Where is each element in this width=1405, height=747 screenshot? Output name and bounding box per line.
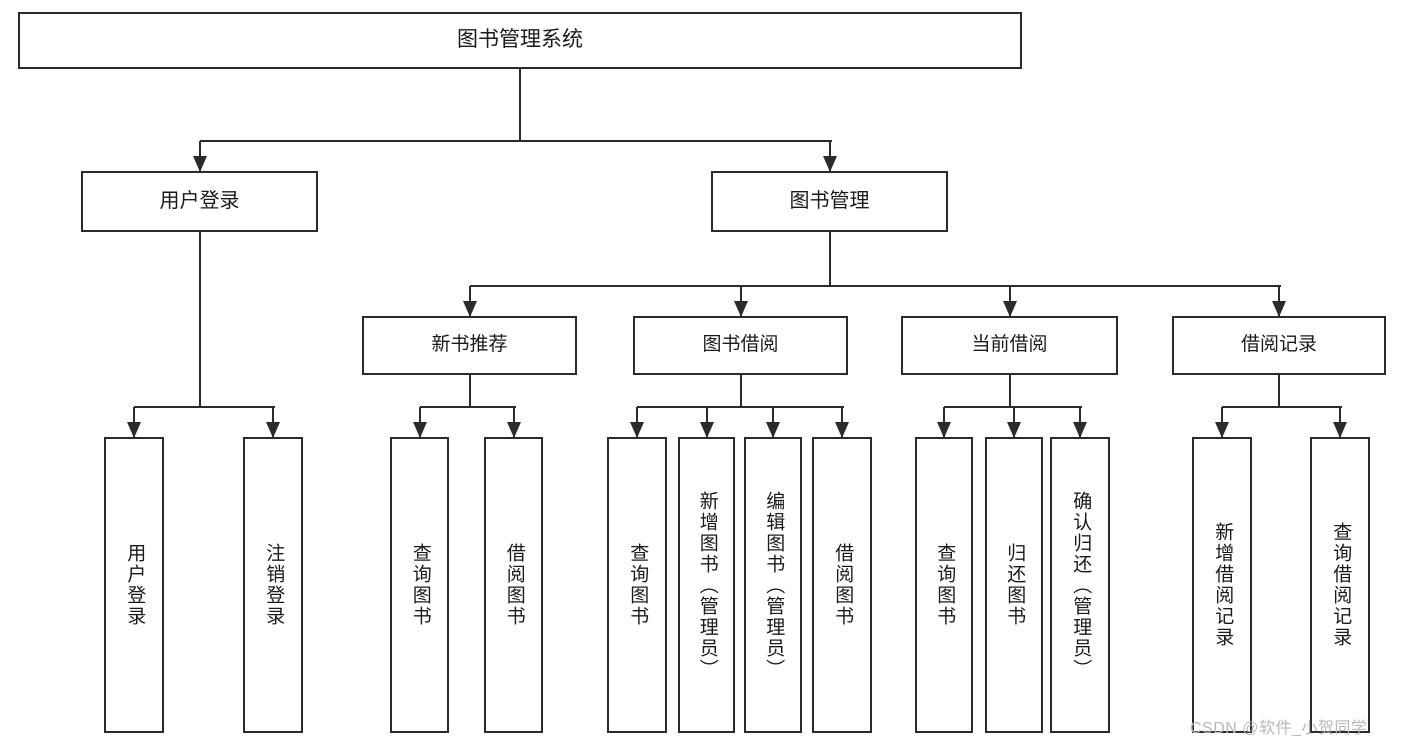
node-leaf-user-logout[interactable]: 注销登录: [243, 437, 303, 733]
arrowhead-icon: [766, 422, 780, 438]
node-label: 确认归还（管理员）: [1070, 490, 1092, 680]
csdn-watermark: CSDN @软件_小贺同学: [1190, 720, 1368, 737]
node-current-borrow[interactable]: 当前借阅: [901, 316, 1118, 375]
edge-stem-user-login: [199, 232, 201, 407]
arrowhead-icon: [127, 422, 141, 438]
arrowhead-icon: [1272, 301, 1286, 317]
node-label: 借阅记录: [1240, 334, 1317, 356]
node-label: 借阅图书: [832, 543, 854, 627]
node-label: 查询图书: [934, 543, 956, 627]
edge-bus-root: [200, 140, 832, 142]
arrowhead-icon: [937, 422, 951, 438]
arrowhead-icon: [266, 422, 280, 438]
node-leaf-edit-book[interactable]: 编辑图书（管理员）: [744, 437, 802, 733]
arrowhead-icon: [413, 422, 427, 438]
edge-stem-current-borrow: [1009, 375, 1011, 407]
node-label: 归还图书: [1004, 543, 1026, 627]
node-label: 图书借阅: [702, 334, 779, 356]
arrowhead-icon: [1003, 301, 1017, 317]
node-leaf-user-login[interactable]: 用户登录: [104, 437, 164, 733]
node-book-borrow[interactable]: 图书借阅: [633, 316, 848, 375]
node-label: 用户登录: [159, 189, 240, 212]
node-label: 注销登录: [263, 543, 285, 627]
arrowhead-icon: [1215, 422, 1229, 438]
node-leaf-confirm-return[interactable]: 确认归还（管理员）: [1050, 437, 1110, 733]
arrowhead-icon: [1007, 422, 1021, 438]
arrowhead-icon: [1333, 422, 1347, 438]
node-root[interactable]: 图书管理系统: [18, 12, 1022, 69]
node-book-manage[interactable]: 图书管理: [711, 171, 948, 232]
arrowhead-icon: [193, 156, 207, 172]
node-label: 新增图书（管理员）: [696, 490, 718, 680]
node-label: 编辑图书（管理员）: [763, 490, 785, 680]
node-leaf-borrow-book-1[interactable]: 借阅图书: [484, 437, 543, 733]
node-leaf-add-record[interactable]: 新增借阅记录: [1192, 437, 1252, 733]
node-label: 查询图书: [627, 543, 649, 627]
node-label: 新书推荐: [431, 334, 508, 356]
edge-stem-root: [519, 69, 521, 141]
edge-bus-user-login: [134, 406, 275, 408]
edge-stem-borrow-record: [1278, 375, 1280, 407]
arrowhead-icon: [700, 422, 714, 438]
node-leaf-query-record[interactable]: 查询借阅记录: [1310, 437, 1370, 733]
arrowhead-icon: [1073, 422, 1087, 438]
node-label: 新增借阅记录: [1212, 522, 1234, 648]
node-leaf-add-book[interactable]: 新增图书（管理员）: [678, 437, 735, 733]
node-label: 当前借阅: [971, 334, 1048, 356]
edge-bus-new-book-rec: [420, 406, 516, 408]
node-leaf-query-book-3[interactable]: 查询图书: [915, 437, 973, 733]
edge-stem-new-book-rec: [469, 375, 471, 407]
node-label: 查询借阅记录: [1330, 522, 1352, 648]
edge-bus-borrow-record: [1222, 406, 1342, 408]
node-leaf-query-book-1[interactable]: 查询图书: [390, 437, 449, 733]
node-label: 图书管理系统: [457, 28, 583, 52]
node-label: 图书管理: [789, 189, 870, 212]
node-label: 查询图书: [409, 543, 431, 627]
node-leaf-borrow-book-2[interactable]: 借阅图书: [812, 437, 872, 733]
node-leaf-return-book[interactable]: 归还图书: [985, 437, 1043, 733]
node-leaf-query-book-2[interactable]: 查询图书: [607, 437, 667, 733]
edge-stem-book-manage: [829, 232, 831, 286]
node-label: 用户登录: [124, 543, 146, 627]
arrowhead-icon: [734, 301, 748, 317]
node-user-login[interactable]: 用户登录: [81, 171, 318, 232]
arrowhead-icon: [630, 422, 644, 438]
node-label: 借阅图书: [503, 543, 525, 627]
edge-bus-book-borrow: [637, 406, 844, 408]
arrowhead-icon: [507, 422, 521, 438]
arrowhead-icon: [835, 422, 849, 438]
edge-stem-book-borrow: [740, 375, 742, 407]
edge-bus-book-manage: [470, 285, 1281, 287]
arrowhead-icon: [463, 301, 477, 317]
node-new-book-rec[interactable]: 新书推荐: [362, 316, 577, 375]
node-borrow-record[interactable]: 借阅记录: [1172, 316, 1386, 375]
arrowhead-icon: [823, 156, 837, 172]
